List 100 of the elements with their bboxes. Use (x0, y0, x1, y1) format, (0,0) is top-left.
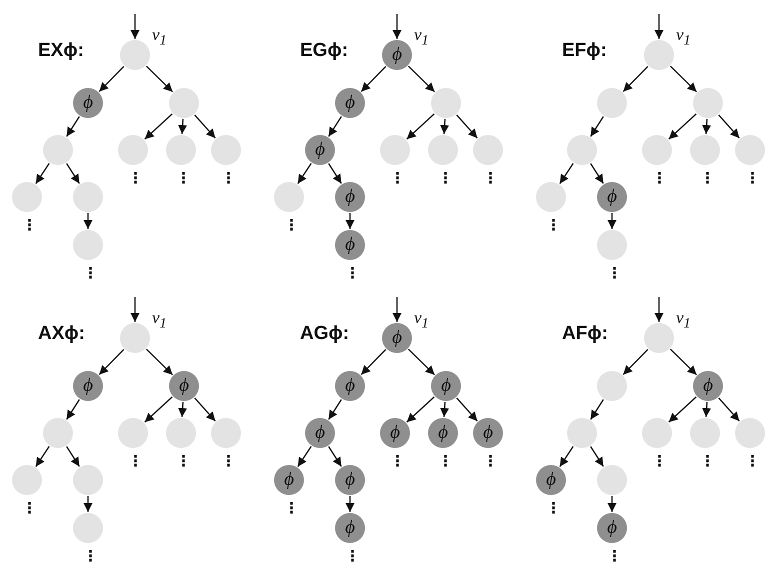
continuation-dots: ⋮ (22, 501, 37, 516)
empty-state-circle (73, 465, 103, 495)
arrow (130, 297, 140, 322)
continuation-dots: ⋮ (652, 454, 667, 469)
arrow (66, 446, 80, 467)
state-circle: ϕ (380, 418, 410, 448)
state-label: ν$_{1}$ (152, 26, 167, 48)
state-circle: ϕ (335, 371, 365, 401)
arrow (590, 116, 604, 137)
arrow (559, 446, 574, 467)
state-circle: ϕ (382, 323, 412, 353)
continuation-dots: ⋮ (128, 171, 143, 186)
arrow (194, 114, 216, 138)
continuation-dots: ⋮ (438, 171, 453, 186)
arrow (146, 348, 174, 376)
empty-state-circle (274, 182, 304, 212)
empty-state-circle (166, 418, 196, 448)
continuation-dots: ⋮ (607, 549, 622, 564)
continuation-dots: ⋮ (483, 171, 498, 186)
empty-state-circle (642, 418, 672, 448)
arrow (297, 446, 312, 467)
empty-state-circle (597, 465, 627, 495)
continuation-dots: ⋮ (700, 454, 715, 469)
arrow (98, 348, 124, 376)
state-circle: ϕ (169, 371, 199, 401)
state-circle: ϕ (335, 230, 365, 260)
arrow (66, 399, 80, 420)
arrow (668, 396, 697, 423)
state-circle: ϕ (335, 465, 365, 495)
arrow (440, 402, 450, 418)
arrow (590, 399, 604, 420)
continuation-dots: ⋮ (745, 171, 760, 186)
continuation-dots: ⋮ (345, 266, 360, 281)
empty-state-circle (73, 230, 103, 260)
empty-state-circle (118, 418, 148, 448)
state-label: ν$_{1}$ (676, 309, 691, 331)
state-circle: ϕ (597, 513, 627, 543)
state-circle: ϕ (536, 465, 566, 495)
continuation-dots: ⋮ (483, 454, 498, 469)
arrow (654, 14, 664, 39)
arrow (622, 66, 648, 92)
arrow (408, 66, 436, 92)
continuation-dots: ⋮ (438, 454, 453, 469)
formula-heading: AGϕ: (300, 323, 350, 345)
empty-state-circle (567, 135, 597, 165)
formula-heading: EGϕ: (300, 40, 348, 62)
arrow (130, 14, 140, 39)
state-label: ν$_{1}$ (414, 26, 429, 48)
state-circle: ϕ (428, 418, 458, 448)
arrow (456, 114, 478, 138)
empty-state-circle (642, 135, 672, 165)
continuation-dots: ⋮ (284, 501, 299, 516)
empty-state-circle (735, 135, 765, 165)
state-circle: ϕ (335, 88, 365, 118)
empty-state-circle (428, 135, 458, 165)
formula-heading: EFϕ: (562, 40, 607, 62)
arrow (668, 113, 697, 140)
empty-state-circle (597, 371, 627, 401)
state-circle: ϕ (335, 513, 365, 543)
continuation-dots: ⋮ (128, 454, 143, 469)
empty-state-circle (735, 418, 765, 448)
state-circle: ϕ (473, 418, 503, 448)
arrow (456, 398, 478, 422)
state-circle: ϕ (73, 88, 103, 118)
arrow (66, 163, 80, 184)
continuation-dots: ⋮ (221, 454, 236, 469)
continuation-dots: ⋮ (700, 171, 715, 186)
arrow (608, 213, 616, 229)
arrow (559, 163, 574, 184)
arrow (718, 114, 740, 138)
arrow (406, 396, 435, 423)
formula-heading: AXϕ: (38, 323, 85, 345)
empty-state-circle (211, 418, 241, 448)
empty-state-circle (43, 418, 73, 448)
empty-state-circle (597, 88, 627, 118)
arrow (408, 348, 436, 376)
arrow (144, 113, 173, 140)
state-circle: ϕ (382, 40, 412, 70)
arrow (702, 402, 712, 418)
arrow (670, 66, 698, 92)
empty-state-circle (120, 40, 150, 70)
empty-state-circle (473, 135, 503, 165)
continuation-dots: ⋮ (176, 454, 191, 469)
empty-state-circle (693, 88, 723, 118)
empty-state-circle (12, 465, 42, 495)
continuation-dots: ⋮ (22, 218, 37, 233)
arrow (178, 402, 188, 418)
formula-heading: EXϕ: (38, 40, 84, 62)
arrow (590, 446, 604, 467)
arrow (35, 446, 50, 467)
empty-state-circle (73, 513, 103, 543)
arrow (440, 118, 450, 134)
state-label: ν$_{1}$ (152, 309, 167, 331)
state-circle: ϕ (335, 182, 365, 212)
continuation-dots: ⋮ (83, 549, 98, 564)
empty-state-circle (73, 182, 103, 212)
state-circle: ϕ (305, 418, 335, 448)
continuation-dots: ⋮ (652, 171, 667, 186)
arrow (35, 163, 50, 184)
arrow (178, 118, 188, 134)
